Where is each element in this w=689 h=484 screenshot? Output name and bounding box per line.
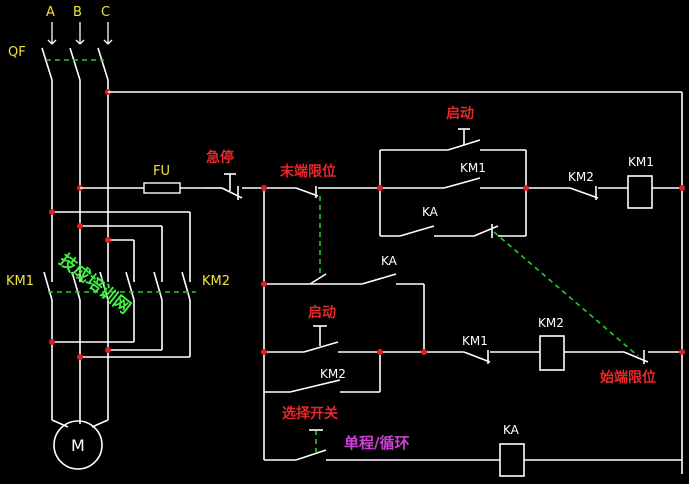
km1-main-label: KM1 [6, 274, 34, 289]
ka-contact-mid [264, 273, 425, 352]
km1-main-contacts [43, 271, 109, 301]
emergency-stop-switch [206, 173, 264, 200]
end-limit-label: 末端限位 [280, 163, 336, 180]
phase-label-a: A [46, 5, 55, 20]
power-circuit: A B C QF [6, 5, 230, 470]
ka-coil [499, 443, 525, 477]
km2-coil [539, 335, 565, 371]
watermark: 技成培训网 [55, 249, 135, 318]
forward-hold-block [379, 128, 527, 238]
select-switch-label: 选择开关 [282, 405, 338, 422]
km1-hold-label: KM1 [460, 161, 486, 175]
select-switch-row [264, 449, 682, 461]
km2-coil-label: KM2 [538, 316, 564, 330]
incoming-terminals [47, 22, 113, 45]
begin-limit-label: 始端限位 [600, 369, 656, 386]
phase-label-c: C [101, 5, 110, 20]
km2-main-label: KM2 [202, 274, 230, 289]
km1-coil [627, 175, 653, 209]
mode-label: 单程/循环 [344, 434, 409, 452]
phase-conductors [51, 80, 109, 420]
control-circuit: FU 急停 末端限位 [80, 91, 685, 477]
ka-coil-label: KA [503, 423, 520, 437]
km2-hold-label: KM2 [320, 367, 346, 381]
fu-label: FU [153, 164, 170, 179]
qf-label: QF [8, 45, 26, 60]
start-mid-label: 启动 [308, 304, 336, 321]
km2-power-wiring [52, 211, 191, 358]
motor-label: M [71, 436, 85, 455]
qf-breaker [41, 47, 109, 81]
km2-main-contacts [125, 271, 191, 301]
control-junctions [261, 185, 685, 355]
reverse-start-row [264, 325, 682, 364]
ka-mid-label: KA [381, 254, 398, 268]
km1-interlock-label: KM1 [462, 334, 488, 348]
km2-hold-contact [264, 352, 381, 393]
begin-limit-mechanical-link [493, 231, 639, 357]
end-limit-switch [264, 186, 380, 198]
phase-label-b: B [73, 5, 82, 20]
start-top-label: 启动 [446, 105, 474, 122]
ka-hold-label: KA [422, 205, 439, 219]
motor: M [51, 419, 109, 470]
fuse-fu [143, 182, 181, 194]
km1-coil-label: KM1 [628, 155, 654, 169]
km2-interlock-label: KM2 [568, 170, 594, 184]
svg-text:技成培训网: 技成培训网 [55, 249, 135, 318]
estop-label: 急停 [206, 149, 234, 166]
control-supply [80, 91, 683, 474]
km1-coil-branch [526, 186, 682, 200]
